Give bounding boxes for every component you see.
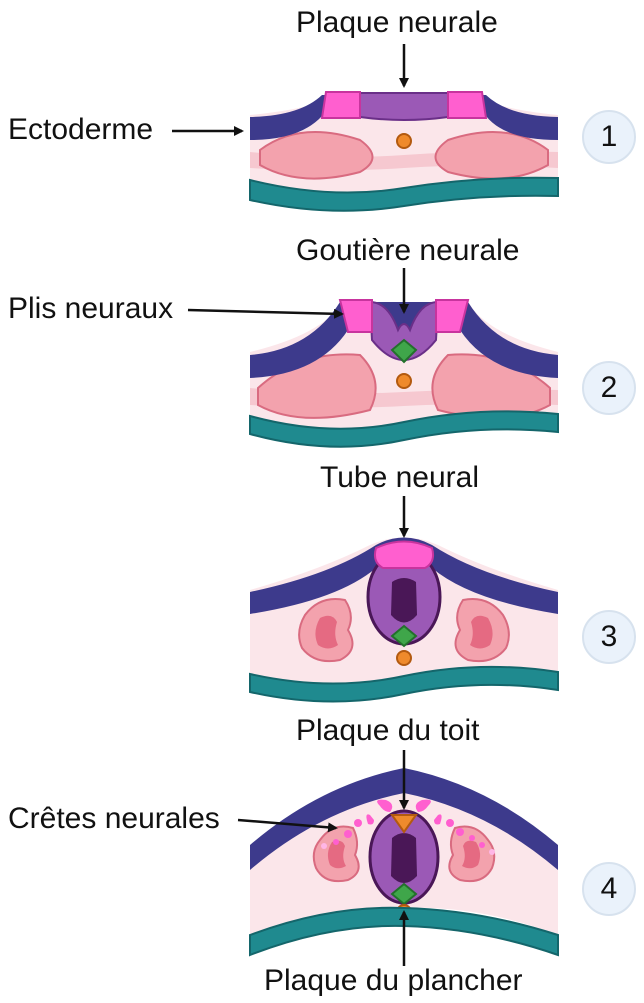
stage-badge-3: 3 [582, 610, 636, 664]
arrow-plis-neuraux [188, 310, 342, 314]
neural-crest-cell [489, 849, 495, 855]
neural-crest-cell [456, 828, 464, 836]
neural-plate [358, 93, 450, 120]
stage-badge-2: 2 [582, 361, 636, 415]
notochord [397, 651, 411, 665]
somite-right-inner [470, 616, 493, 649]
neural-crest-cell [333, 839, 339, 845]
stage-badge-4: 4 [582, 862, 636, 916]
label-ectoderme: Ectoderme [8, 115, 153, 145]
neural-fold-right [448, 92, 486, 118]
stage-2-section [250, 300, 558, 447]
neural-crest-cell [469, 835, 475, 841]
label-plaque-du-plancher: Plaque du plancher [264, 966, 523, 996]
label-tube-neural: Tube neural [320, 463, 479, 493]
neural-crest-cell [446, 819, 454, 827]
neural-tube-lumen [391, 578, 417, 623]
stage-badge-1: 1 [582, 110, 636, 164]
neural-crest-cell [344, 830, 352, 838]
label-plis-neuraux: Plis neuraux [8, 294, 173, 324]
label-cretes-neurales: Crêtes neurales [8, 804, 220, 834]
somite-left [260, 132, 373, 179]
neural-crest-cell [479, 842, 485, 848]
somite-right [436, 132, 549, 179]
label-plaque-du-toit: Plaque du toit [296, 716, 479, 746]
neural-crest-cell [354, 819, 362, 827]
roof-plate [375, 542, 433, 569]
label-gouttiere-neurale: Goutière neurale [296, 236, 519, 266]
neural-fold-left [322, 92, 360, 118]
neural-tube-lumen [391, 833, 417, 883]
somite-left-inner [315, 616, 338, 649]
notochord [397, 374, 411, 388]
label-plaque-neurale: Plaque neurale [296, 8, 498, 38]
neural-crest-cell [321, 843, 327, 849]
stage-3-section [250, 538, 558, 702]
notochord [397, 134, 411, 148]
stage-1-section [250, 92, 558, 211]
